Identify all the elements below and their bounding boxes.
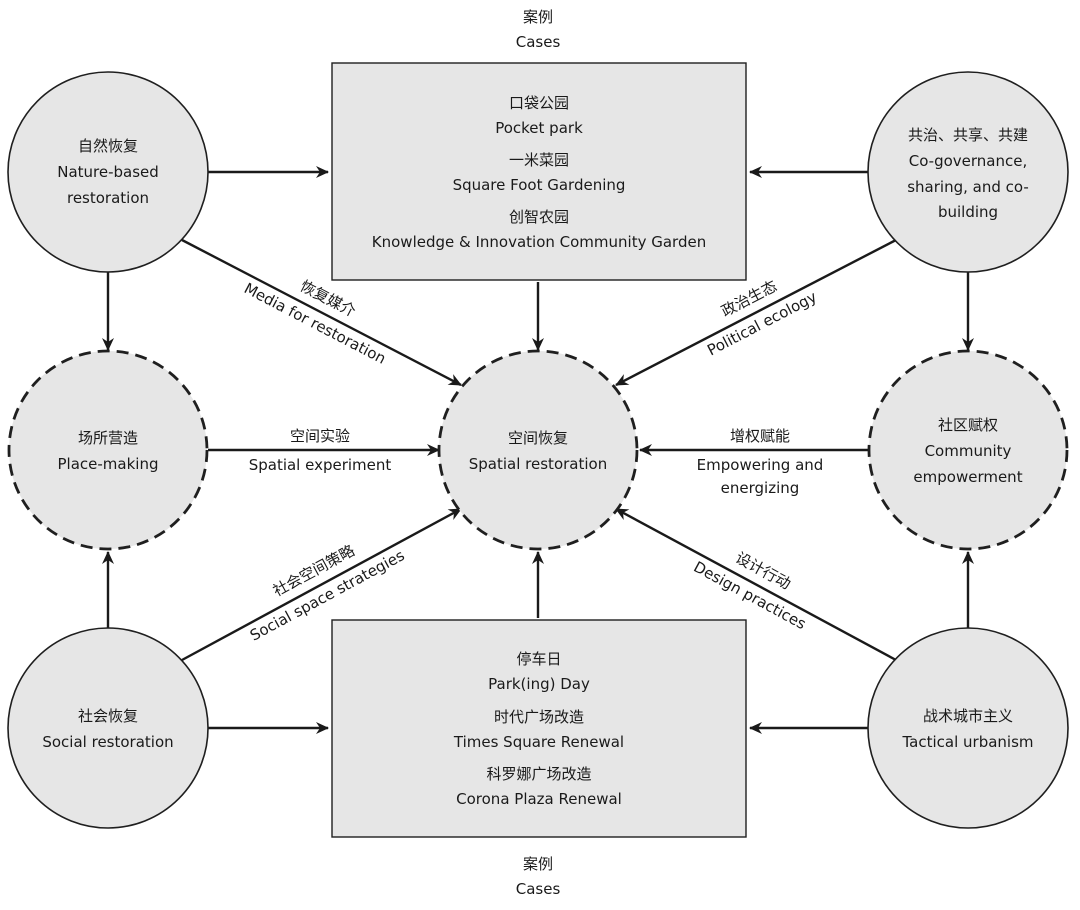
cases-label-top: 案例 Cases bbox=[516, 8, 561, 51]
node-tactical-label: 战术城市主义 Tactical urbanism bbox=[901, 707, 1033, 751]
node-label-zh: 社会恢复 bbox=[78, 707, 138, 725]
cases-label-bottom: 案例 Cases bbox=[516, 855, 561, 898]
edge-label-en: Spatial experiment bbox=[249, 456, 392, 474]
node-label-en: Spatial restoration bbox=[469, 455, 607, 473]
node-label-zh: 自然恢复 bbox=[78, 137, 138, 155]
node-label-en: Tactical urbanism bbox=[901, 733, 1033, 751]
node-spatial-restoration bbox=[437, 349, 639, 551]
case-item-zh: 口袋公园 bbox=[509, 94, 569, 112]
node-spatial-label: 空间恢复 Spatial restoration bbox=[469, 429, 607, 473]
node-social-label: 社会恢复 Social restoration bbox=[42, 707, 173, 751]
node-label-en: restoration bbox=[67, 189, 149, 207]
node-label-en: Place-making bbox=[58, 455, 159, 473]
node-label-zh: 社区赋权 bbox=[938, 416, 998, 434]
node-label-zh: 战术城市主义 bbox=[923, 707, 1013, 725]
arrow-cogov-to-spatial bbox=[615, 238, 897, 387]
edge-label-en: energizing bbox=[721, 479, 800, 497]
edge-label-zh: 空间实验 bbox=[290, 427, 350, 445]
arrows bbox=[102, 166, 974, 734]
cases-bottom-en: Cases bbox=[516, 880, 561, 898]
node-label-en: sharing, and co- bbox=[907, 178, 1029, 196]
case-item-zh: 一米菜园 bbox=[509, 151, 569, 169]
edge-label-en: Empowering and bbox=[697, 456, 824, 474]
edge-label-empowering: 增权赋能 Empowering and energizing bbox=[697, 427, 824, 497]
case-item-en: Pocket park bbox=[495, 119, 583, 137]
case-item-zh: 停车日 bbox=[516, 650, 561, 668]
node-label-zh: 空间恢复 bbox=[508, 429, 568, 447]
edge-label-spatial-experiment: 空间实验 Spatial experiment bbox=[249, 427, 392, 474]
cases-box-bottom bbox=[331, 619, 747, 838]
node-cogov-label: 共治、共享、共建 Co-governance, sharing, and co-… bbox=[907, 126, 1029, 221]
case-item-en: Knowledge & Innovation Community Garden bbox=[372, 233, 706, 251]
edge-label-zh: 增权赋能 bbox=[730, 427, 790, 445]
cases-bottom-list: 停车日 Park(ing) Day 时代广场改造 Times Square Re… bbox=[453, 650, 624, 808]
cases-top-zh: 案例 bbox=[523, 8, 553, 26]
arrow-nature-to-spatial bbox=[181, 238, 462, 387]
node-label-en: Co-governance, bbox=[909, 152, 1028, 170]
node-co-governance bbox=[867, 71, 1069, 273]
cases-bottom-zh: 案例 bbox=[523, 855, 553, 873]
case-item-zh: 时代广场改造 bbox=[494, 708, 584, 726]
cases-top-list: 口袋公园 Pocket park 一米菜园 Square Foot Garden… bbox=[372, 94, 706, 251]
node-label-zh: 共治、共享、共建 bbox=[908, 126, 1028, 144]
node-community-empowerment bbox=[867, 349, 1069, 551]
node-social-restoration bbox=[7, 627, 209, 829]
case-item-en: Times Square Renewal bbox=[453, 733, 624, 751]
node-label-zh: 场所营造 bbox=[78, 429, 138, 447]
node-place-label: 场所营造 Place-making bbox=[58, 429, 159, 473]
node-label-en: empowerment bbox=[913, 468, 1022, 486]
edge-label-design-practices: 设计行动 Design practices bbox=[691, 549, 810, 634]
node-label-en: Social restoration bbox=[42, 733, 173, 751]
node-tactical-urbanism bbox=[867, 627, 1069, 829]
node-nature-based-restoration bbox=[7, 71, 209, 273]
case-item-zh: 创智农园 bbox=[509, 208, 569, 226]
case-item-zh: 科罗娜广场改造 bbox=[486, 765, 591, 783]
case-item-en: Square Foot Gardening bbox=[453, 176, 626, 194]
case-item-en: Corona Plaza Renewal bbox=[456, 790, 622, 808]
node-community-label: 社区赋权 Community empowerment bbox=[913, 416, 1022, 486]
case-item-en: Park(ing) Day bbox=[488, 675, 590, 693]
cases-top-en: Cases bbox=[516, 33, 561, 51]
arrow-social-to-spatial bbox=[181, 507, 462, 662]
node-nature-label: 自然恢复 Nature-based restoration bbox=[57, 137, 159, 207]
node-place-making bbox=[7, 349, 209, 551]
node-label-en: building bbox=[938, 203, 998, 221]
node-label-en: Community bbox=[925, 442, 1012, 460]
arrow-tactical-to-spatial bbox=[615, 507, 897, 662]
cases-box-top bbox=[331, 62, 747, 281]
node-label-en: Nature-based bbox=[57, 163, 159, 181]
